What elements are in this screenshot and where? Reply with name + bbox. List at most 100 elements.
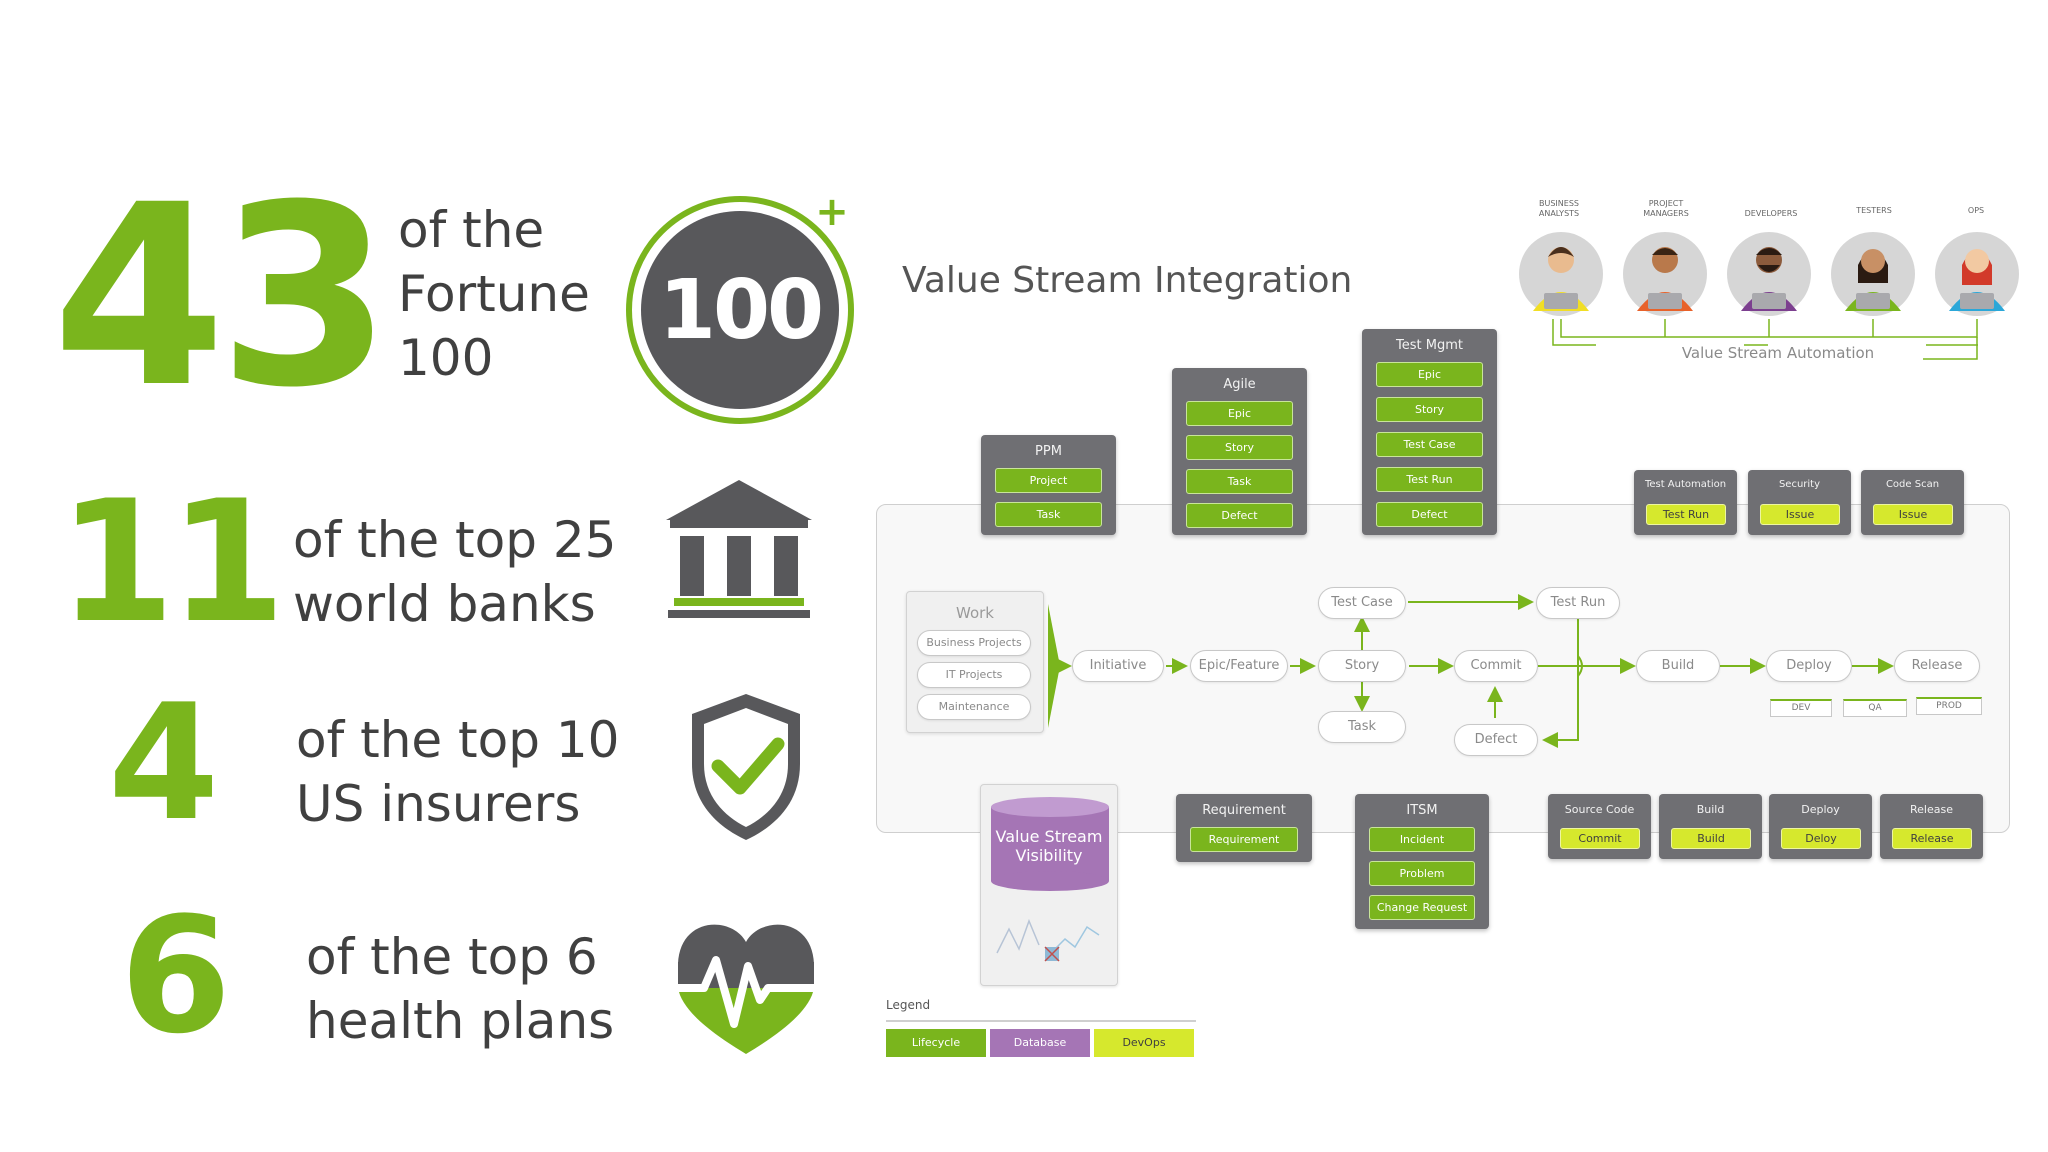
personas: BUSINESS ANALYSTS PROJECT MANAGERS DEVEL… [1508, 195, 2028, 365]
env-prod: PROD [1916, 697, 1982, 715]
pill-commit: Commit [1560, 828, 1640, 849]
node-test-run: Test Run [1536, 587, 1620, 619]
node-release: Release [1894, 650, 1980, 682]
stat-number-11: 11 [58, 464, 286, 660]
panel-title: Deploy [1801, 803, 1840, 816]
analytics-chart-icon [996, 918, 1100, 962]
pill-test-run: Test Run [1376, 467, 1483, 492]
panel-title: Agile [1223, 377, 1256, 392]
persona-label-business-analysts: BUSINESS ANALYSTS [1538, 199, 1580, 218]
pill-epic: Epic [1376, 362, 1483, 387]
panel-title: Build [1696, 803, 1725, 816]
diagram-title: Value Stream Integration [902, 260, 1353, 301]
vsv-line: Value Stream [995, 827, 1103, 846]
legend: Legend Lifecycle Database DevOps [886, 998, 1198, 1058]
pill-test-run: Test Run [1646, 504, 1726, 525]
badge-value: 100 [658, 263, 824, 358]
panel-title: Requirement [1202, 803, 1286, 818]
stat-line: of the top 10 [296, 711, 620, 769]
node-build: Build [1636, 650, 1720, 682]
stat-number-43: 43 [52, 151, 392, 442]
pill-change-request: Change Request [1369, 895, 1475, 920]
avatar-business-analyst [1519, 232, 1603, 316]
pill-issue: Issue [1873, 504, 1953, 525]
persona-label-project-managers: PROJECT MANAGERS [1643, 199, 1689, 218]
panel-title: ITSM [1406, 803, 1438, 818]
database-icon [991, 797, 1109, 891]
panel-title: Code Scan [1885, 479, 1940, 490]
stat-line: US insurers [296, 775, 581, 833]
code-scan-panel: Code Scan Issue [1861, 470, 1964, 535]
pill-task: Task [995, 502, 1102, 527]
node-task: Task [1318, 711, 1406, 743]
bank-icon [666, 480, 812, 627]
stat-number-4: 4 [108, 669, 220, 856]
source-code-panel: Source Code Commit [1548, 794, 1651, 859]
heart-pulse-icon [672, 920, 820, 1061]
pill-story: Story [1186, 435, 1293, 460]
legend-devops: DevOps [1094, 1029, 1194, 1057]
shield-check-icon [688, 692, 804, 847]
stat-text-fortune: of the Fortune 100 [398, 198, 590, 390]
persona-label-developers: DEVELOPERS [1744, 209, 1798, 218]
stat-line: Fortune [398, 265, 590, 323]
stat-text-insurers: of the top 10 US insurers [296, 708, 620, 836]
legend-lifecycle: Lifecycle [886, 1029, 986, 1057]
legend-database: Database [990, 1029, 1090, 1057]
stat-line: 100 [398, 329, 494, 387]
release-panel: Release Release [1880, 794, 1983, 859]
env-qa: QA [1843, 699, 1907, 717]
stat-line: of the top 25 [293, 511, 617, 569]
itsm-panel: ITSM Incident Problem Change Request [1355, 794, 1489, 929]
work-it-projects: IT Projects [917, 662, 1031, 688]
vsv-label: Value Stream Visibility [981, 827, 1117, 865]
stat-text-banks: of the top 25 world banks [293, 508, 617, 636]
pill-defect: Defect [1186, 503, 1293, 528]
pill-release: Release [1892, 828, 1972, 849]
pill-issue: Issue [1760, 504, 1840, 525]
persona-avatars [1519, 232, 2019, 360]
requirement-panel: Requirement Requirement [1176, 794, 1312, 862]
pill-incident: Incident [1369, 827, 1475, 852]
pill-deploy: Deloy [1781, 828, 1861, 849]
node-deploy: Deploy [1766, 650, 1852, 682]
stat-line: of the top 6 [306, 928, 598, 986]
node-test-case: Test Case [1318, 587, 1406, 619]
fortune-100-badge: 100 + [624, 189, 864, 431]
stat-number-6: 6 [120, 882, 232, 1069]
panel-title: Test Automation [1644, 479, 1727, 490]
pill-requirement: Requirement [1190, 827, 1298, 852]
vsv-line: Visibility [1015, 846, 1083, 866]
stat-line: world banks [293, 575, 596, 633]
node-initiative: Initiative [1072, 650, 1164, 682]
persona-label-ops: OPS [1967, 206, 1985, 215]
pill-defect: Defect [1376, 502, 1483, 527]
work-title: Work [956, 604, 994, 622]
node-epic-feature: Epic/Feature [1190, 650, 1288, 682]
pill-project: Project [995, 468, 1102, 493]
work-box: Work Business Projects IT Projects Maint… [906, 591, 1044, 733]
node-story: Story [1318, 650, 1406, 682]
security-panel: Security Issue [1748, 470, 1851, 535]
pill-story: Story [1376, 397, 1483, 422]
avatar-developer [1727, 232, 1811, 316]
work-business-projects: Business Projects [917, 630, 1031, 656]
deploy-panel: Deploy Deloy [1769, 794, 1872, 859]
pill-problem: Problem [1369, 861, 1475, 886]
ppm-panel: PPM Project Task [981, 435, 1116, 535]
legend-divider [886, 1020, 1196, 1022]
panel-title: Test Mgmt [1396, 338, 1463, 353]
stat-line: health plans [306, 992, 615, 1050]
panel-title: Source Code [1564, 803, 1635, 816]
persona-label-testers: TESTERS [1856, 206, 1892, 215]
build-panel: Build Build [1659, 794, 1762, 859]
test-mgmt-panel: Test Mgmt Epic Story Test Case Test Run … [1362, 329, 1497, 535]
pill-build: Build [1671, 828, 1751, 849]
env-dev: DEV [1770, 699, 1832, 717]
panel-title: Security [1778, 479, 1821, 490]
pill-epic: Epic [1186, 401, 1293, 426]
stat-line: of the [398, 201, 545, 259]
panel-title: Release [1910, 803, 1953, 816]
work-maintenance: Maintenance [917, 694, 1031, 720]
node-defect: Defect [1454, 724, 1538, 756]
